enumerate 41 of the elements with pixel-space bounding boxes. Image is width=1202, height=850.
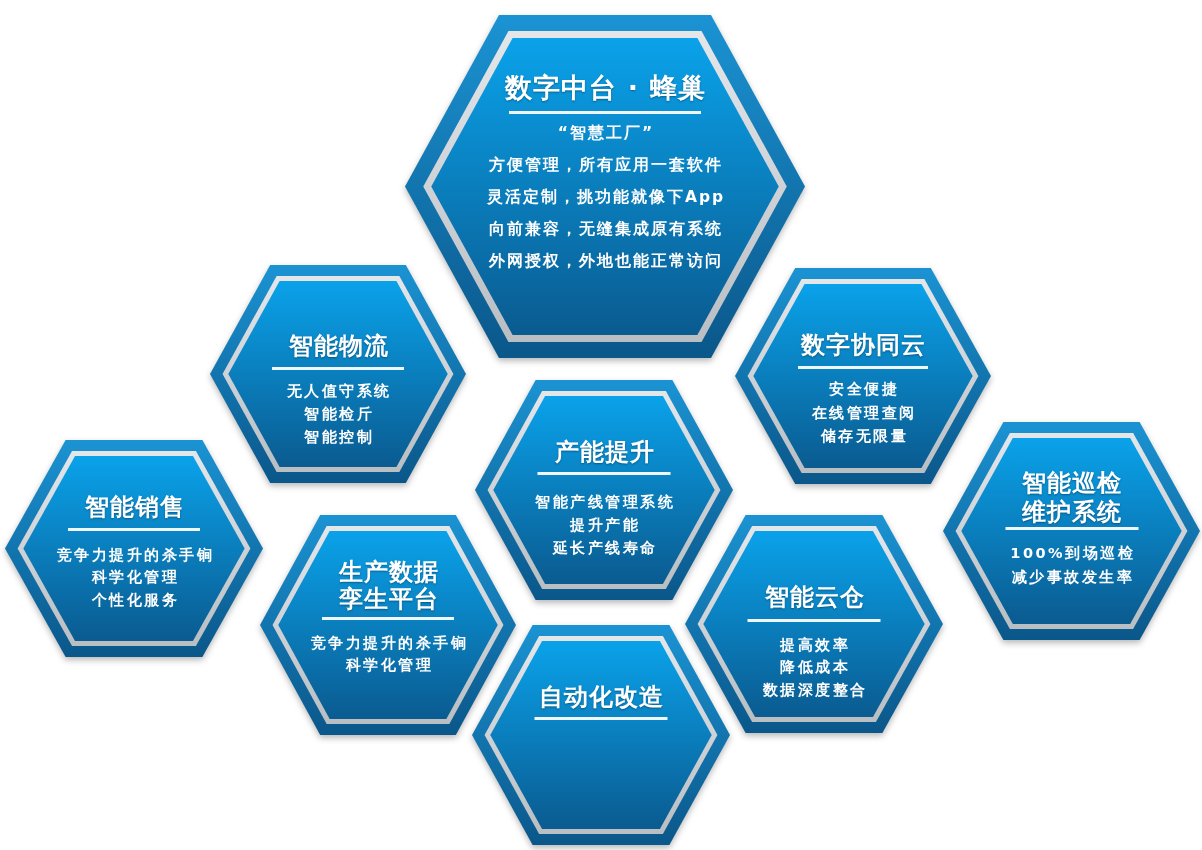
body-text: 个性化服务	[90, 590, 179, 610]
body-text: 在线管理查阅	[810, 403, 917, 423]
body-text: 智能检斤	[303, 404, 375, 424]
body-text: 外网授权，外地也能正常访问	[488, 251, 723, 272]
body-text: 提高效率	[779, 635, 851, 655]
panel-heading: 智能云仓	[763, 583, 865, 611]
panel-heading: 数字中台 · 蜂巢	[504, 72, 706, 104]
panel-heading: 产能提升	[553, 438, 655, 466]
hexagon-panel	[475, 380, 733, 600]
body-text: 数据深度整合	[761, 680, 868, 700]
body-text: 储存无限量	[819, 427, 908, 447]
hexagon-panel	[210, 265, 466, 483]
body-text: 竞争力提升的杀手锏	[55, 545, 214, 565]
hexagon-panel	[5, 440, 263, 657]
hexagon-panel	[472, 625, 730, 845]
body-text: 提升产能	[569, 515, 641, 535]
body-text: 竞争力提升的杀手锏	[309, 633, 468, 653]
body-text: 延长产线寿命	[551, 538, 658, 558]
hexagon-panel	[685, 515, 943, 733]
body-text: 灵活定制，挑功能就像下App	[485, 187, 726, 208]
body-text: 降低成本	[779, 658, 851, 678]
body-text: 智能产线管理系统	[534, 492, 676, 512]
body-text: 向前兼容，无缝集成原有系统	[488, 219, 723, 240]
body-text: 减少事故发生率	[1010, 568, 1134, 587]
hexagon-panel	[260, 515, 516, 735]
body-text: 无人值守系统	[285, 381, 392, 401]
body-text: 100%到场巡检	[1009, 544, 1136, 563]
panel-heading: 生产数据孪生平台	[337, 558, 440, 613]
body-text: 科学化管理	[344, 656, 433, 676]
panel-heading: 数字协同云	[800, 331, 926, 359]
panel-heading: 智能物流	[287, 332, 389, 360]
hexagon-panel	[735, 268, 991, 484]
panel-heading: 智能销售	[83, 493, 185, 521]
panel-heading: 智能巡检维护系统	[1021, 468, 1123, 527]
panel-heading: 自动化改造	[538, 683, 664, 711]
body-text: 安全便捷	[828, 380, 900, 400]
body-text: 智能控制	[303, 427, 375, 447]
body-text: 方便管理，所有应用一套软件	[488, 155, 723, 176]
body-text: 科学化管理	[90, 568, 179, 588]
hexagon-panel	[943, 422, 1200, 640]
body-text: “智慧工厂”	[556, 123, 655, 144]
